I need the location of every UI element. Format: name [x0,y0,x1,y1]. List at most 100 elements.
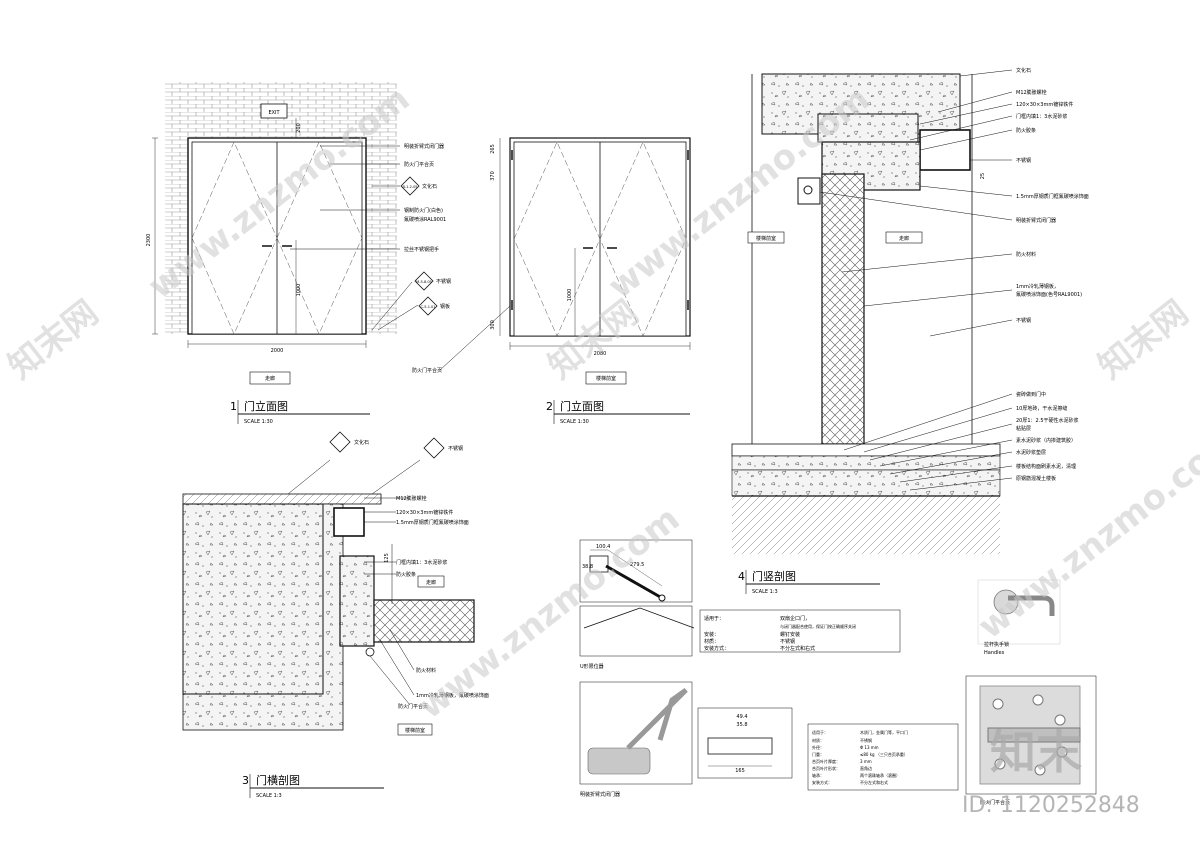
tag3-stone [329,431,351,453]
steel-tube [333,507,365,537]
dim-d1: 265 [490,144,496,154]
label3-frame: 1.5mm厚钢质门框氟碳喷涂饰面 [396,519,469,526]
lf-5: 水泥砂浆垫层 [1016,449,1046,456]
handle-cn: 拉杆执手锁 [984,641,1009,648]
s2-r7-k: 安装方式： [812,779,832,785]
u-dim-2: 38.8 [582,564,593,570]
label3-strip: 防火胶条 [396,571,416,578]
room4-b: 走廊 [899,235,909,242]
dim-height: 2300 [146,234,152,247]
s2-r1-v: 不锈钢 [860,737,872,743]
s2-r6-k: 轴承： [812,772,824,778]
s2-r3-k: 门重： [812,751,824,757]
s1-r2-v: 螺钉安装 [780,631,800,638]
dim-d3: 300 [490,320,496,330]
s1-r0-v: 双扇企口门， [780,615,810,622]
cl-dim-0: 49.4 [736,714,747,720]
title-num-4: 4 [738,570,745,583]
lf-0: 瓷砖做到门中 [1016,391,1046,398]
s1-r1-v: 与闭门器配合使用，保证门按正确顺序关闭 [780,623,856,629]
room4-a: 楼梯前室 [756,235,776,242]
s2-r6-v: 两个滚珠轴承（滚圈） [860,772,900,778]
s2-r7-v: 不分左式和右式 [860,779,888,785]
lf-1: 10厚地砖，干水泥擦缝 [1016,405,1067,412]
l4-9: 1mm冷轧薄钢板， [1016,283,1059,290]
s1-r3-k: 材质： [704,638,719,645]
handle-en: Handles [984,650,1005,656]
tag-steel: M-5-8.05 [414,271,434,291]
drawing-3-horizontal-section: 125 M12膨胀螺栓 120×30×3mm镀锌铁件 1.5mm厚钢质门框氟碳喷… [182,431,489,799]
label-steel: 不锈钢 [436,278,451,285]
title-text: 门立面图 [244,399,288,413]
tag3-steel [423,437,445,459]
room-label-2a: 楼梯前室 [596,375,616,382]
l4-10: 氟碳喷涂饰面(色号RAL9001) [1016,291,1082,298]
room-label: 走廊 [265,375,275,382]
dim-width: 2000 [271,348,284,354]
drawing-2-door-elevation: 265 370 1000 300 2080 防火门平合页 楼梯前室 2 门立面图… [412,137,691,425]
title-scale: SCALE 1:30 [244,419,273,425]
u-caption: U形限位器 [580,663,604,670]
cl-dim-1: 35.8 [736,722,747,728]
label-hinge: 防火门平合页 [404,161,434,168]
s2-r1-k: 材质： [812,737,824,743]
dim-top: 200 [296,123,302,133]
s1-r3-v: 不锈钢 [780,638,795,645]
label3-mortar: 门框内填1：3水泥砂浆 [396,559,447,566]
title-text-4: 门竖剖图 [752,569,796,583]
l4-7: 明装折臂式闭门器 [1016,217,1056,224]
tag3-steel-text: 不锈钢 [448,445,463,452]
door-leaf-section [821,173,865,445]
s2-r2-v: Φ 13 mm [860,745,879,750]
room3-b: 楼梯前室 [405,727,425,734]
tag-stone: B-1-2-05 [400,176,420,196]
label-hinge-2: 防火门平合页 [412,367,442,374]
svg-text:B-1-2-05: B-1-2-05 [402,185,417,189]
title-scale-3: SCALE 1:3 [256,793,282,799]
spec-table-2: 适用于： 木质门，金属门等，平口门 材质： 不锈钢 外径： Φ 13 mm 门重… [807,723,959,791]
l4-1: M12膨胀螺栓 [1016,89,1047,96]
label-closer: 明装折臂式闭门器 [404,143,444,150]
drawing-1-door-elevation: EXIT 2300 2000 200 1000 明装折臂式闭门器 防火门平合页 … [146,82,451,425]
l4-3: 门框内填1：3水泥砂浆 [1016,113,1067,120]
title-block-2: 2 门立面图 SCALE 1:30 [546,399,690,425]
title-num-3: 3 [242,774,249,787]
hinge-detail: 防火门平合页 [965,675,1097,806]
s1-r2-k: 安装： [704,631,719,638]
slab [732,496,1000,554]
l4-2: 120×30×3mm镀锌铁件 [1016,101,1073,108]
lf-3: 粘贴层 [1016,425,1031,432]
hardware-details: 100.4 279.5 38.8 U形限位器 适用于： 双扇企口门， 与闭门器配… [579,539,1097,806]
label3-iron: 120×30×3mm镀锌铁件 [396,509,453,516]
exit-sign-text: EXIT [268,110,280,116]
exit-sign [260,103,288,119]
l4-11: 不锈钢 [1016,317,1031,324]
label3-fire: 防火材料 [416,667,436,674]
title-scale-4: SCALE 1:3 [752,589,778,595]
u-dim-1: 279.5 [630,562,644,568]
label3-bolt: M12膨胀螺栓 [396,495,427,502]
label-stone: 文化石 [422,183,437,190]
title-text-3: 门横剖图 [256,773,300,787]
s2-r4-k: 合页叶片厚度： [812,758,840,764]
title-scale-2: SCALE 1:30 [560,419,589,425]
drawing-4-vertical-section: 文化石 M12膨胀螺栓 120×30×3mm镀锌铁件 门框内填1：3水泥砂浆 防… [731,67,1089,595]
svg-text:M-5-8.05: M-5-8.05 [416,280,432,284]
door-closer-detail: 165 49.4 35.8 明装折臂式闭门器 [579,681,793,798]
dim-handle: 1000 [296,284,302,297]
cl-dim-2: 165 [735,768,745,774]
lever-handle-detail: 拉杆执手锁 Handles [977,579,1061,656]
l4-8: 防火材料 [1016,251,1036,258]
title-block-1: 1 门立面图 SCALE 1:30 [230,399,370,425]
s2-r3-v: ≤80 kg （三只合页承重） [860,751,908,757]
closer-caption: 明装折臂式闭门器 [580,791,620,798]
lf-7: 原钢筋混凝土楼板 [1016,475,1056,482]
label-plate: 钢板 [440,303,450,310]
title-block-4: 4 门竖剖图 SCALE 1:3 [738,569,880,595]
handle-rose-icon [993,589,1019,615]
s2-r0-v: 木质门，金属门等，平口门 [860,729,908,735]
dim-25: 25 [980,173,986,179]
s2-r4-v: 3 mm [860,759,872,764]
s2-r5-k: 合页叶片形状： [812,765,840,771]
